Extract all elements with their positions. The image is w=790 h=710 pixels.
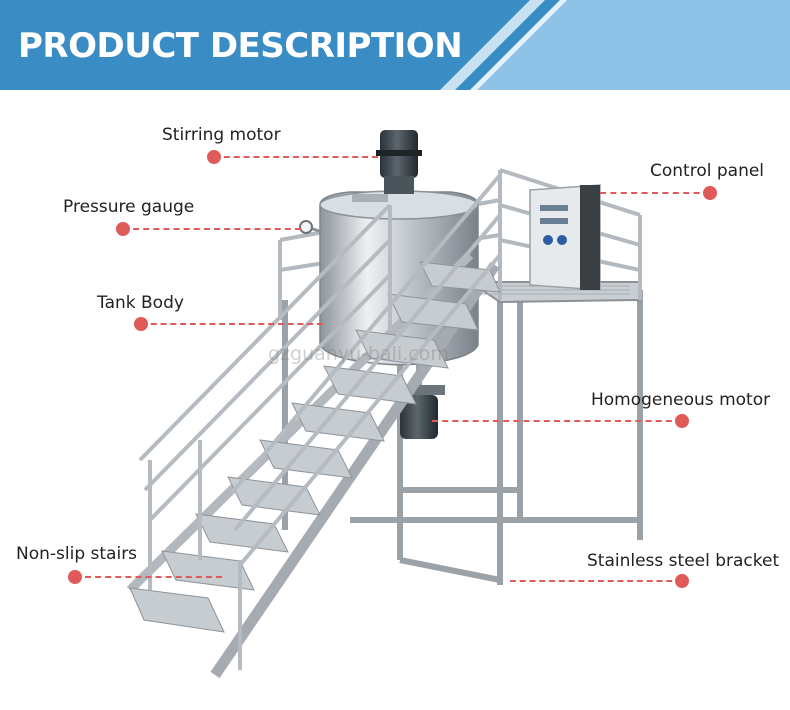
callout-label-tank-body: Tank Body	[97, 293, 184, 313]
callout-dot-non-slip-stairs	[68, 570, 82, 584]
banner-background	[0, 0, 790, 90]
header-banner: PRODUCT DESCRIPTION	[0, 0, 790, 90]
pressure-gauge-unit	[299, 220, 323, 234]
control-panel-box	[529, 184, 601, 291]
callout-line-control-panel	[600, 192, 710, 194]
callout-line-homogeneous-motor	[432, 420, 682, 422]
callout-label-control-panel: Control panel	[650, 161, 765, 181]
callout-dot-stirring-motor	[207, 150, 221, 164]
callout-label-non-slip-stairs: Non-slip stairs	[16, 544, 138, 564]
callout-dot-stainless-steel-bracket	[675, 574, 689, 588]
callout-label-homogeneous-motor: Homogeneous motor	[591, 390, 771, 410]
page-title: PRODUCT DESCRIPTION	[18, 26, 463, 66]
callout-label-pressure-gauge: Pressure gauge	[63, 197, 195, 217]
callout-label-stainless-steel-bracket: Stainless steel bracket	[587, 551, 780, 571]
callout-line-pressure-gauge	[123, 228, 301, 230]
callout-dot-control-panel	[703, 186, 717, 200]
stirring-motor-unit	[376, 130, 422, 194]
callout-label-stirring-motor: Stirring motor	[162, 125, 281, 145]
stairs	[126, 173, 502, 679]
callout-line-stainless-steel-bracket	[510, 580, 682, 582]
callout-line-tank-body	[141, 323, 323, 325]
watermark-text: gzguanyu-bali.com	[268, 343, 449, 365]
mixing-machine-illustration	[126, 130, 643, 679]
callout-dot-pressure-gauge	[116, 222, 130, 236]
callout-line-stirring-motor	[214, 156, 378, 158]
callout-dot-homogeneous-motor	[675, 414, 689, 428]
callout-dot-tank-body	[134, 317, 148, 331]
callout-line-non-slip-stairs	[75, 576, 222, 578]
